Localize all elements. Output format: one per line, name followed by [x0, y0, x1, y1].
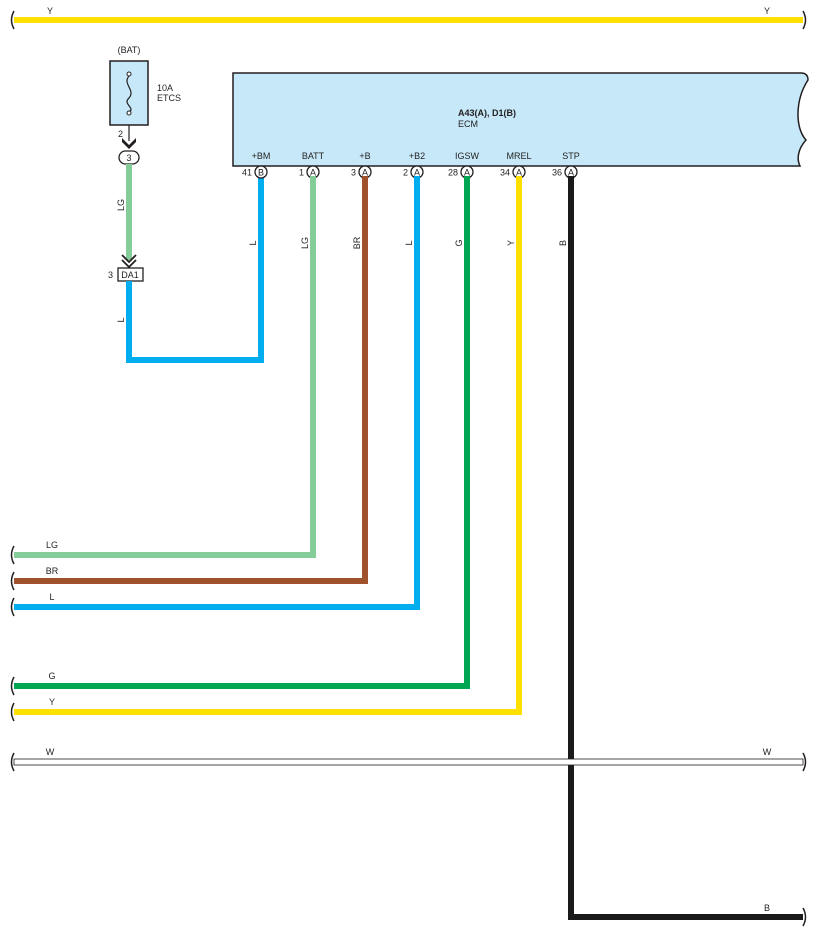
da1-pin-number: 3: [108, 270, 113, 280]
wire-label-left-g: G: [48, 671, 55, 681]
fuse-group-label: (BAT): [118, 45, 141, 55]
break-right-top: [802, 10, 807, 30]
wire-label-da1-l: L: [116, 317, 126, 322]
break-left-lg: [10, 545, 15, 565]
b-wire-right: B: [568, 903, 807, 927]
ecm-connectors: A43(A), D1(B): [458, 108, 516, 118]
splice-label: 3: [126, 153, 131, 163]
pin-connector-circle: [254, 165, 268, 179]
pin-connector-letter: A: [362, 168, 368, 178]
ecm-pin-igsw: IGSW A 28: [448, 151, 480, 179]
fuse-rating: 10A: [157, 83, 173, 93]
pin-number: 34: [500, 168, 510, 178]
wire-label-top-left: Y: [47, 6, 53, 16]
pin-connector-letter: B: [258, 168, 264, 178]
wire-label-w-right: W: [763, 747, 772, 757]
fuse-name: ETCS: [157, 93, 181, 103]
pin-connector-letter: A: [516, 168, 522, 178]
pin-name: +B2: [409, 151, 425, 161]
ecm-pin-stp: STP A 36: [552, 151, 580, 179]
top-y-wire: Y Y: [10, 6, 807, 30]
break-right-w: [802, 752, 807, 772]
break-left-w: [10, 752, 15, 772]
ecm-pins: +BMB41BATTA1+BA3+B2A2IGSWA28MRELA34STPA3…: [242, 151, 580, 179]
ecm-pin-b: +B A3: [351, 151, 372, 179]
wire-bm-l: [126, 176, 264, 363]
break-left-l: [10, 597, 15, 617]
pin-name: IGSW: [455, 151, 480, 161]
connector-chevron-icon-2: [121, 259, 137, 269]
wire-label-b: BR: [352, 236, 362, 249]
wire-label-igsw: G: [454, 239, 464, 246]
pin-name: BATT: [302, 151, 325, 161]
wire-label-batt: LG: [300, 237, 310, 249]
fuse-terminal-bottom: [126, 110, 132, 116]
pin-connector-letter: A: [310, 168, 316, 178]
pin-number: 28: [448, 168, 458, 178]
ecm-pin-bm: +BM B 41: [242, 151, 271, 179]
w-wire: W W: [10, 747, 807, 772]
ecm-name: ECM: [458, 119, 478, 129]
left-wires: LG BR L G Y: [10, 540, 522, 722]
pin-name: +B: [359, 151, 370, 161]
pin-name: STP: [562, 151, 580, 161]
fuse-pin-number: 2: [118, 129, 123, 139]
wire-label-mrel: Y: [506, 240, 516, 246]
wire-label-left-l: L: [49, 592, 54, 602]
pin-connector-letter: A: [414, 168, 420, 178]
ecm-pin-mrel: MREL A 34: [500, 151, 532, 179]
wire-label-left-y: Y: [49, 697, 55, 707]
break-left-top: [10, 10, 15, 30]
pin-name: MREL: [506, 151, 531, 161]
wire-label-top-right: Y: [764, 6, 770, 16]
fuse-icon: [126, 75, 132, 113]
connector-chevron-icon: [121, 254, 137, 264]
break-right-b: [802, 907, 807, 927]
pin-number: 1: [299, 168, 304, 178]
ecm-pin-batt: BATT A1: [299, 151, 325, 179]
pin-connector-letter: A: [464, 168, 470, 178]
wire-label-b2: L: [404, 240, 414, 245]
pin-number: 2: [403, 168, 408, 178]
da1-label: DA1: [121, 270, 139, 280]
connector-da1: DA1 3: [108, 254, 144, 282]
fuse-etcs: (BAT) 10A ETCS 2: [109, 45, 181, 149]
wire-label-left-lg: LG: [46, 540, 58, 550]
break-left-y: [10, 702, 15, 722]
fuse-terminal-top: [126, 71, 132, 77]
wire-label-stp: B: [558, 240, 568, 246]
wire-label-left-br: BR: [46, 566, 59, 576]
wire-label-bm: L: [248, 240, 258, 245]
splice-3: 3: [118, 150, 140, 165]
connector-arrow-icon: [122, 138, 136, 149]
wire-label-w-left: W: [46, 747, 55, 757]
wire-label-fuse-lg: LG: [116, 199, 126, 211]
pin-name: +BM: [252, 151, 271, 161]
ecm-box: A43(A), D1(B) ECM: [232, 72, 809, 167]
pin-number: 36: [552, 168, 562, 178]
break-left-br: [10, 571, 15, 591]
pin-number: 3: [351, 168, 356, 178]
pin-connector-letter: A: [568, 168, 574, 178]
wire-label-b-right: B: [764, 903, 770, 913]
pin-number: 41: [242, 168, 252, 178]
break-left-g: [10, 676, 15, 696]
